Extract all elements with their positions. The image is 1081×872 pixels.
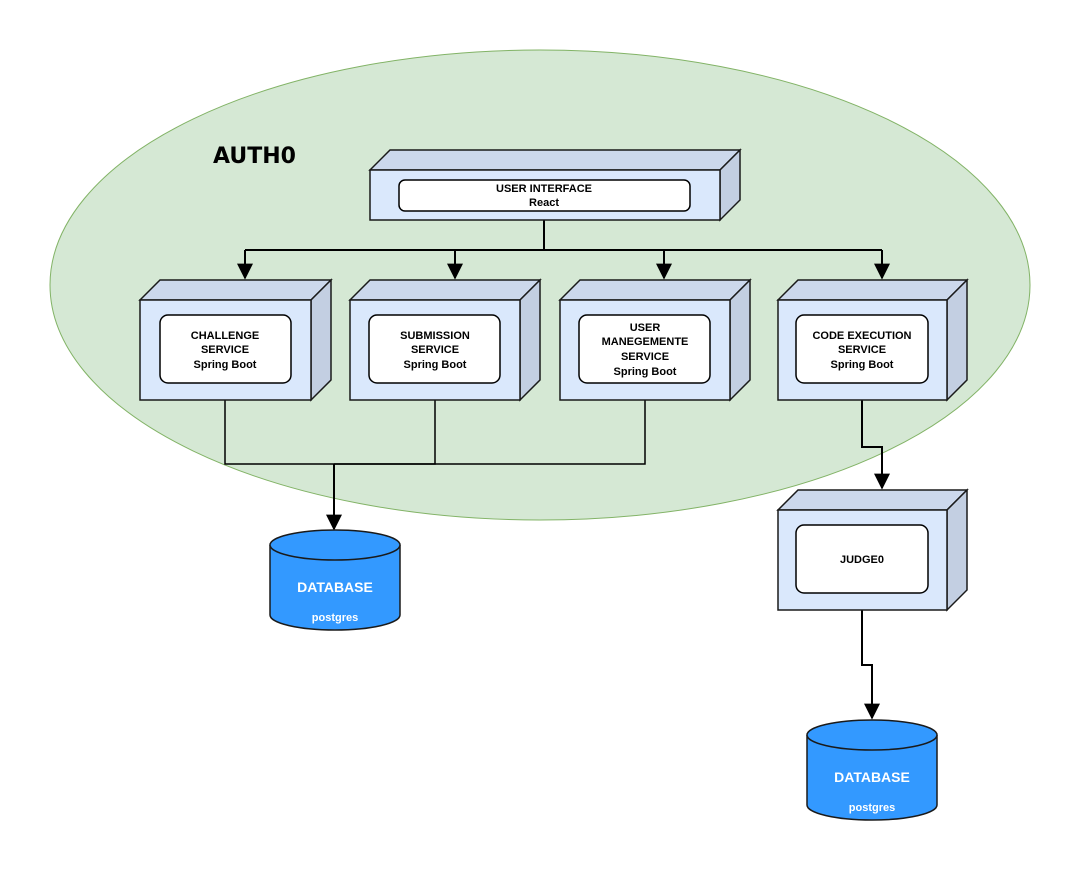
code-exec-label-line-1: CODE EXECUTION [812,330,911,342]
db-main-top [269,529,401,561]
submission-label-line-1: SUBMISSION [400,330,470,342]
challenge-label-box [159,314,292,384]
user-interface-node: USER INTERFACE React [368,148,742,222]
judge0-label-box [795,524,929,594]
submission-label-box [368,314,501,384]
submission-service-node: SUBMISSION SERVICE Spring Boot [348,278,542,402]
challenge-label-line-1: CHALLENGE [191,330,259,342]
edges [224,220,890,720]
user-mgmt-label-line-2: MANEGEMENTE [602,336,689,348]
database-judge: DATABASE postgres [806,719,938,821]
edge-challenge-db [224,400,334,465]
challenge-label-line-3: Spring Boot [194,359,257,371]
challenge-service-node: CHALLENGE SERVICE Spring Boot [138,278,333,402]
judge0-label: JUDGE0 [840,554,884,566]
db-judge-top [806,719,938,751]
edge-code-exec-judge [861,400,890,490]
submission-label-line-2: SERVICE [411,344,459,356]
code-exec-label-line-2: SERVICE [838,344,886,356]
db-main-title: DATABASE [297,579,373,595]
user-mgmt-label-line-3: SERVICE [621,351,669,363]
ui-label-box [398,179,691,212]
code-execution-service-node: CODE EXECUTION SERVICE Spring Boot [776,278,969,402]
auth0-label: AUTH0 [213,144,296,169]
edge-user-mgmt-db [334,400,646,465]
database-main: DATABASE postgres [269,529,401,631]
user-management-service-node: USER MANEGEMENTE SERVICE Spring Boot [558,278,752,402]
db-judge-title: DATABASE [834,769,910,785]
ui-box-top [368,149,742,171]
code-exec-label-line-3: Spring Boot [831,359,894,371]
db-main-subtitle: postgres [312,612,358,624]
ui-label-line-2: React [529,197,559,209]
db-judge-body [806,735,938,821]
user-mgmt-label-box [578,314,711,384]
user-mgmt-label-line-4: Spring Boot [614,366,677,378]
judge0-node: JUDGE0 [776,488,969,612]
db-judge-subtitle: postgres [849,802,895,814]
user-mgmt-label-line-1: USER [630,322,661,334]
code-exec-label-box [795,314,929,384]
ui-label-line-1: USER INTERFACE [496,183,592,195]
edge-judge-db [861,610,880,720]
submission-label-line-3: Spring Boot [404,359,467,371]
challenge-label-line-2: SERVICE [201,344,249,356]
db-main-body [269,545,401,631]
